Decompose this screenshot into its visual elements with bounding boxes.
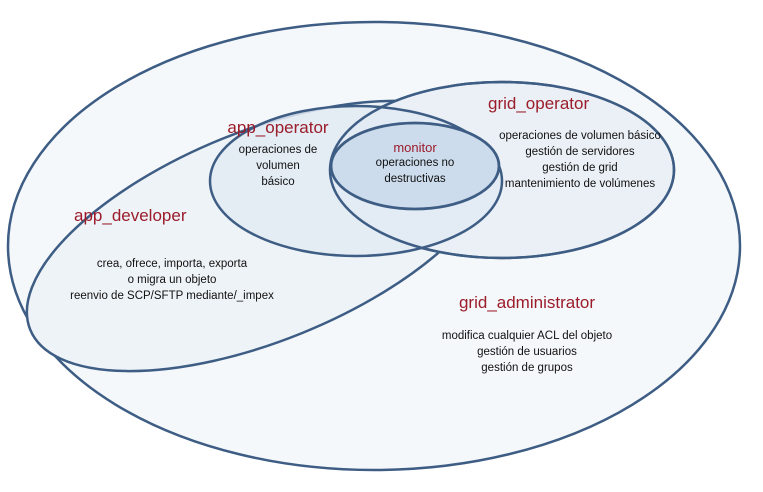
grid-administrator-desc: modifica cualquier ACL del objeto gestió… xyxy=(417,328,637,376)
monitor-title: monitor xyxy=(393,140,437,155)
grid-operator-group: grid_operator xyxy=(480,94,600,114)
app-developer-line: o migra un objeto xyxy=(127,274,217,286)
grid-operator-line: operaciones de volumen básico xyxy=(499,130,661,142)
grid-operator-line: mantenimiento de volúmenes xyxy=(504,178,656,190)
monitor-line: operaciones no xyxy=(375,157,455,169)
monitor-ellipse xyxy=(329,121,501,211)
app-operator-group: app_operator operaciones de volumen bási… xyxy=(218,118,338,190)
grid-administrator-line: gestión de grupos xyxy=(481,362,573,374)
app-operator-line: operaciones de xyxy=(238,144,318,156)
monitor-line: destructivas xyxy=(384,173,446,185)
grid-administrator-line: gestión de usuarios xyxy=(477,346,577,358)
grid-administrator-title: grid_administrator xyxy=(458,293,596,312)
grid-operator-line: gestión de servidores xyxy=(525,146,635,158)
app-developer-title: app_developer xyxy=(74,206,187,225)
grid-operator-line: gestión de grid xyxy=(542,162,618,174)
monitor-group: monitor operaciones no destructivas xyxy=(355,140,475,187)
grid-operator-title: grid_operator xyxy=(488,94,590,113)
app-operator-line: básico xyxy=(261,176,295,188)
grid-operator-desc: operaciones de volumen básico gestión de… xyxy=(490,128,670,192)
app-developer-desc: crea, ofrece, importa, exporta o migra u… xyxy=(62,256,282,304)
app-developer-line: reenvio de SCP/SFTP mediante/_impex xyxy=(70,290,274,302)
app-developer-line: crea, ofrece, importa, exporta xyxy=(96,258,248,270)
app-operator-line: volumen xyxy=(256,160,300,172)
grid-administrator-line: modifica cualquier ACL del objeto xyxy=(441,330,613,342)
app-operator-title: app_operator xyxy=(227,118,329,137)
